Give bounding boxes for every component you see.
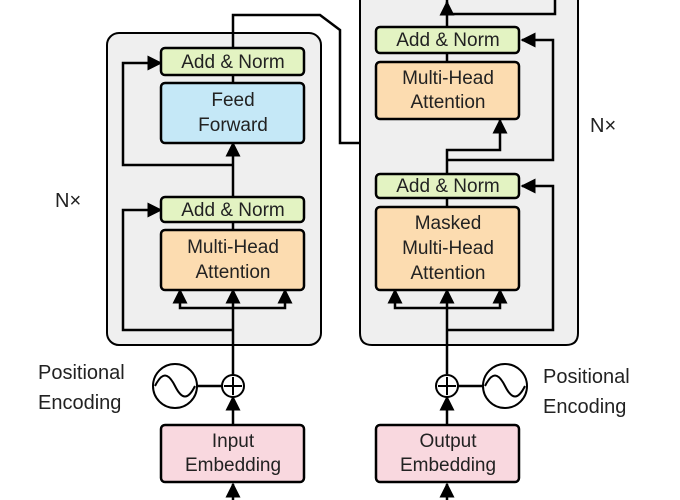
- input-embedding: [159, 423, 306, 484]
- encoder-pe-label-2: Encoding: [38, 392, 121, 414]
- encoder-add-norm-top: [159, 46, 306, 77]
- encoder-stack: [106, 32, 322, 346]
- output-embedding: [374, 423, 521, 484]
- encoder-pe-label-1: Positional: [38, 362, 125, 384]
- encoder-feed-forward: [159, 81, 306, 145]
- decoder-plus-icon: [438, 377, 456, 395]
- decoder-add-norm-bottom: [374, 172, 521, 200]
- input-embedding-label-1: Input: [212, 431, 255, 452]
- decoder-masked-branch-left: [387, 288, 447, 310]
- decoder-add-norm-top-label: Add & Norm: [396, 30, 499, 51]
- output-embedding-label-2: Embedding: [400, 455, 496, 476]
- decoder-pe-label-2: Encoding: [543, 396, 626, 418]
- encoder-plus-icon: [224, 377, 242, 395]
- decoder-mha-label-2: Attention: [411, 92, 486, 113]
- decoder-residual-top: [447, 0, 557, 16]
- decoder-masked-label-2: Multi-Head: [402, 238, 494, 259]
- input-embedding-label-2: Embedding: [185, 455, 281, 476]
- encoder-sine-wave-icon: [154, 374, 196, 398]
- encoder-multi-head-attention: [159, 228, 306, 292]
- encoder-mha-label-1: Multi-Head: [187, 237, 279, 258]
- encoder-residual-attn: [121, 202, 233, 332]
- decoder-masked-label-1: Masked: [415, 213, 482, 234]
- decoder-mha-label-1: Multi-Head: [402, 68, 494, 89]
- decoder-add-norm-top: [374, 25, 521, 55]
- decoder-repeat-label: N×: [590, 115, 616, 137]
- encoder-attn-branch: [172, 288, 233, 310]
- decoder-masked-label-3: Attention: [411, 263, 486, 284]
- decoder-add-norm-bottom-label: Add & Norm: [396, 176, 499, 197]
- encoder-add-norm-top-label: Add & Norm: [181, 52, 284, 73]
- encoder-feed-forward-label-1: Feed: [211, 90, 254, 111]
- decoder-multi-head-attention: [374, 60, 521, 121]
- encoder-add-norm-bottom-label: Add & Norm: [181, 200, 284, 221]
- encoder-mha-label-2: Attention: [196, 262, 271, 283]
- encoder-feed-forward-label-2: Forward: [198, 115, 268, 136]
- decoder-residual-mha: [447, 32, 555, 162]
- decoder-pe-label-1: Positional: [543, 366, 630, 388]
- encoder-attn-branch-right: [233, 288, 293, 310]
- decoder-norm-to-mha: [445, 118, 508, 174]
- encoder-repeat-label: N×: [55, 190, 81, 212]
- encoder-residual-ff: [121, 55, 233, 167]
- decoder-sine-wave-icon: [484, 374, 526, 398]
- decoder-residual-masked: [447, 178, 555, 332]
- encoder-add-norm-bottom: [159, 195, 306, 224]
- decoder-masked-branch-right: [447, 288, 508, 310]
- output-embedding-label-1: Output: [419, 431, 477, 452]
- decoder-masked-multi-head-attention: [374, 205, 521, 292]
